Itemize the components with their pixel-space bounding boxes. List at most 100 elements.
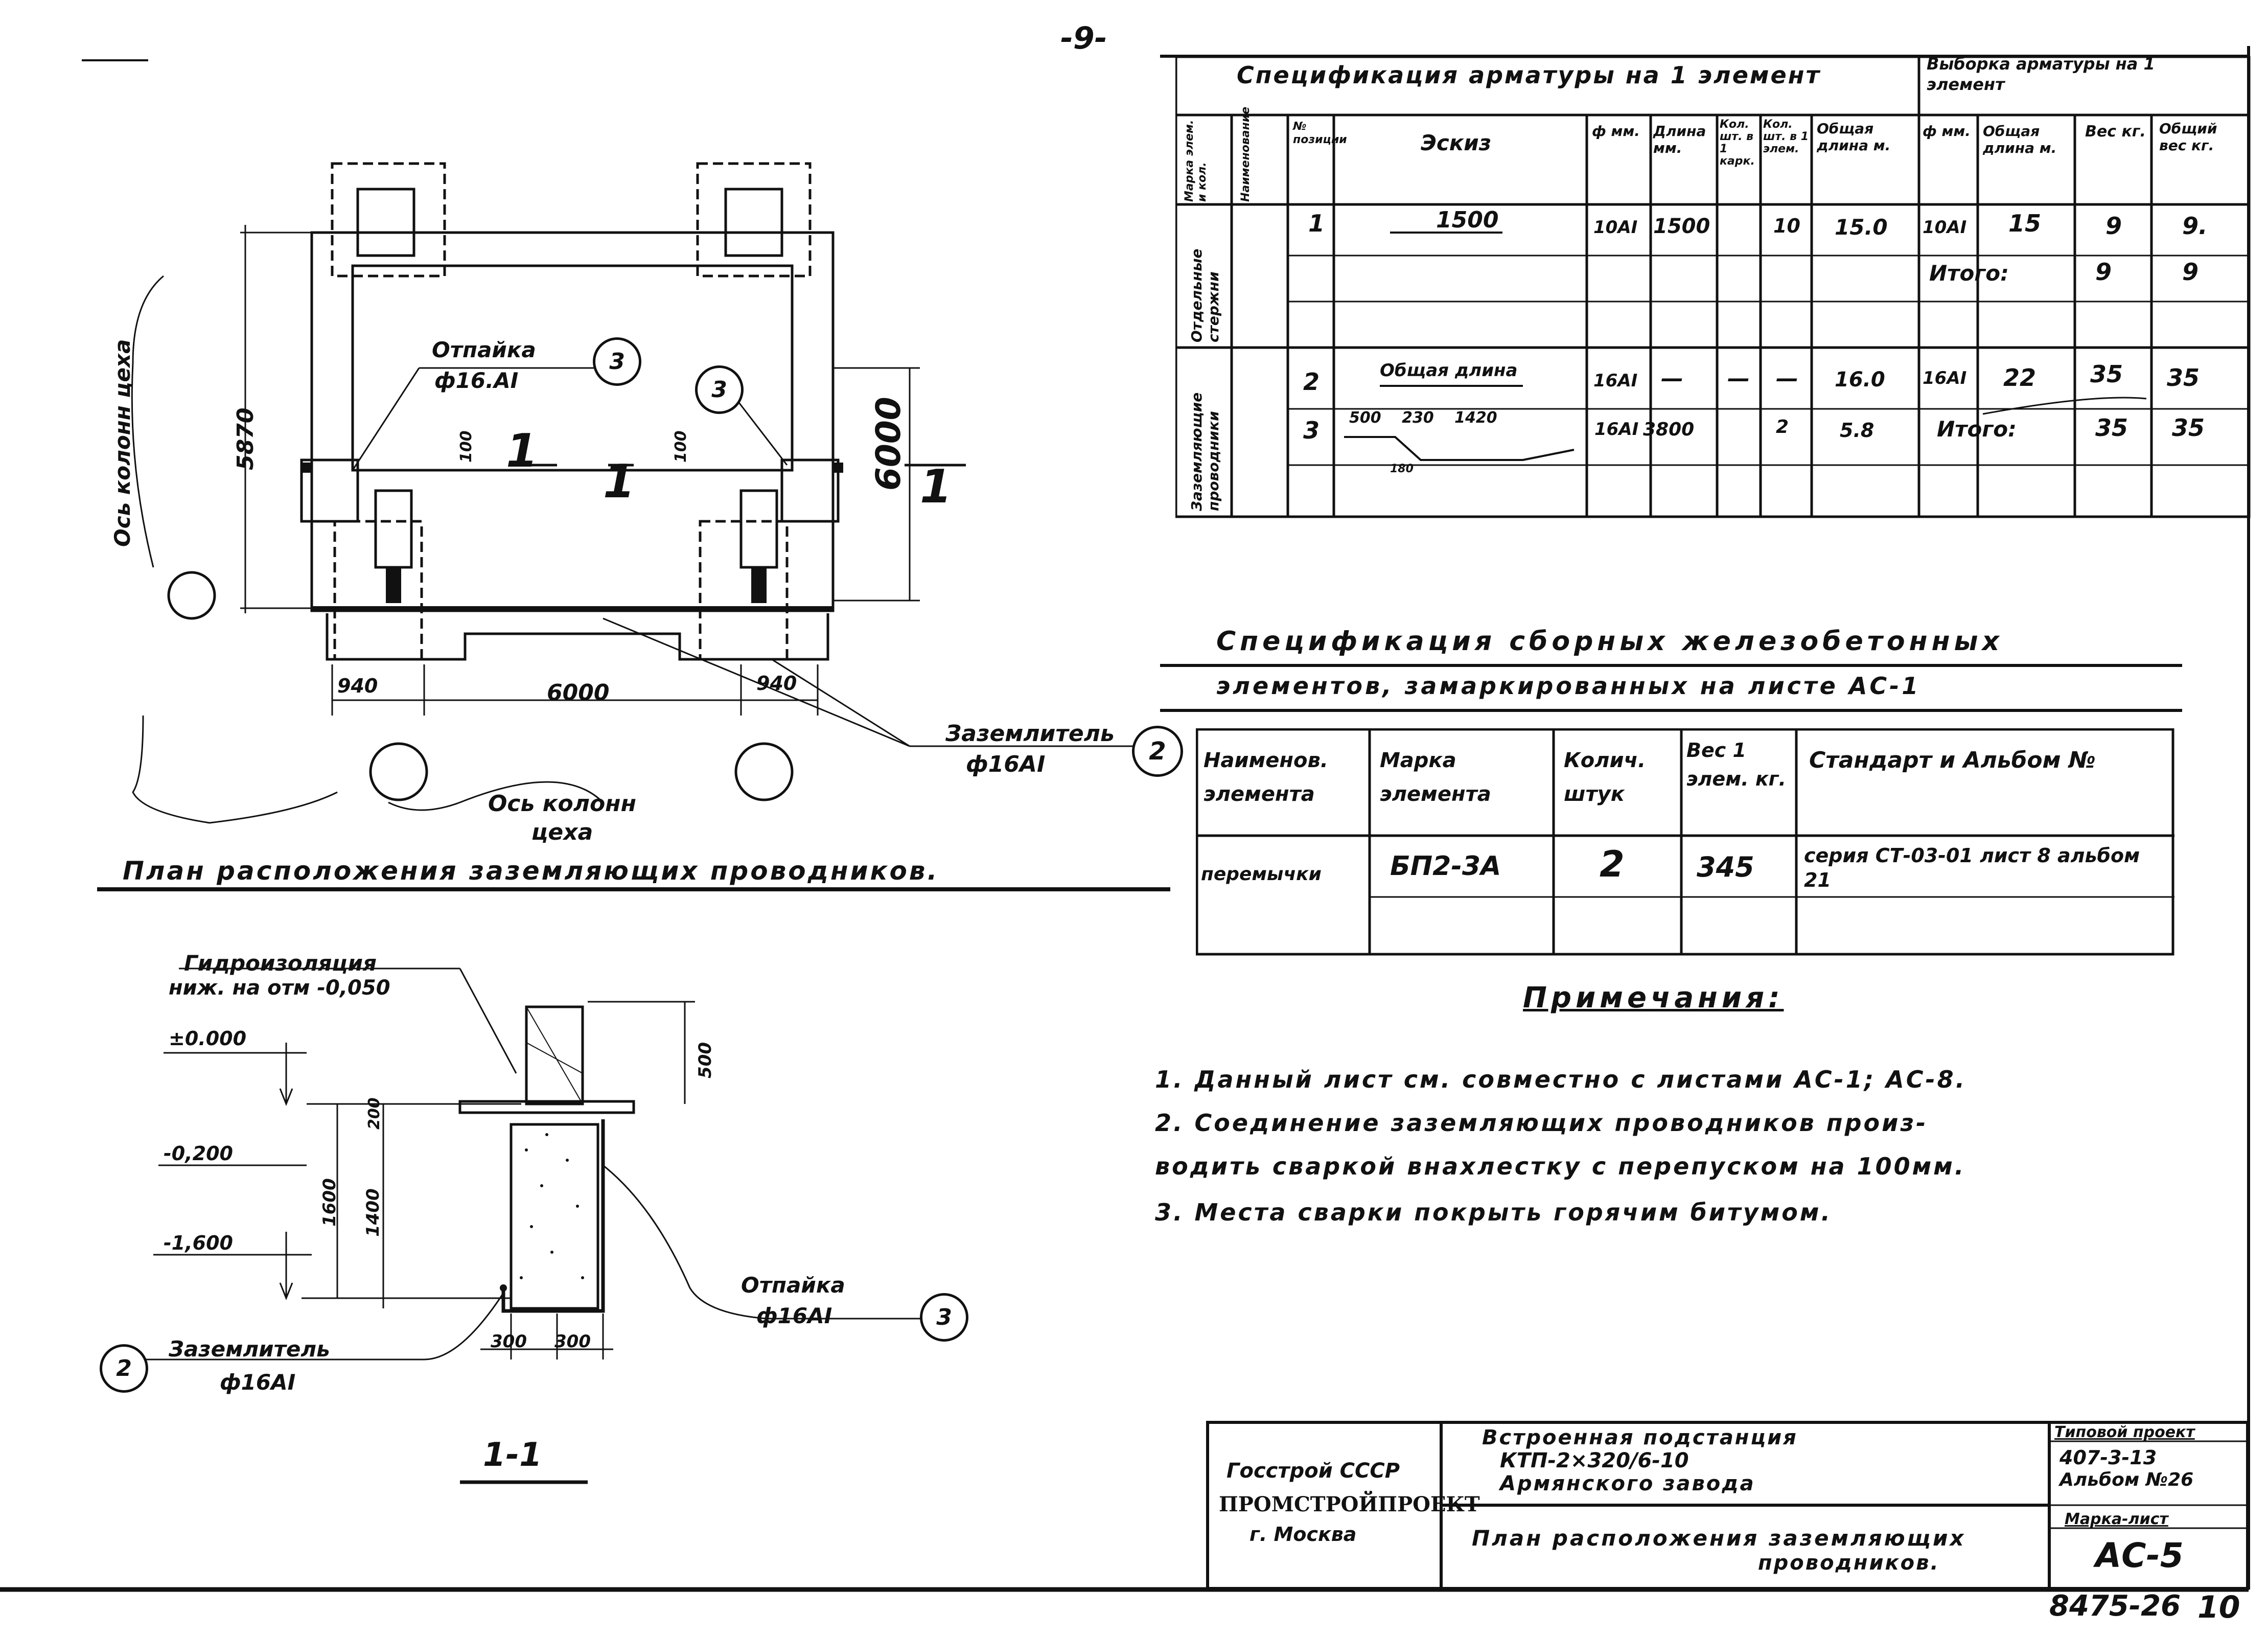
plan-circle-3-right-text: 3 [711,377,727,403]
rebar-hdr-sel-w: Вес кг. [2085,123,2146,141]
rebar-r3-total: 16.0 [1835,368,1885,391]
tb-org1: Госстрой СССР [1226,1459,1400,1483]
rebar-r4-total: 5.8 [1840,419,1874,442]
tb-typical-label: Типовой проект [2054,1423,2195,1441]
notes-item-3: водить сваркой внахлестку с перепуском н… [1155,1153,1966,1180]
section-grounding-label: Заземлитель [169,1337,330,1362]
rebar-spec-title: Спецификация арматуры на 1 элемент [1237,61,1821,89]
rebar-r2-sel-tw: 9 [2182,258,2199,286]
rebar-r4-sel-len: Итого: [1937,417,2017,442]
axis-circle-bottom-right [734,742,794,801]
rebar-r3-sel-diam: 16AI [1923,368,1967,388]
rebar-r4-sel-w: 35 [2095,414,2128,442]
plan-grounding-diameter: ф16AI [966,751,1046,777]
section-waterproofing-level: ниж. на отм -0,050 [169,976,390,1000]
section-title: 1-1 [483,1436,542,1474]
rebar-r4-pos: 3 [1303,417,1320,444]
precast-hdr-4: Стандарт и Альбом № [1809,747,2096,773]
sheet-inventory-number: 8475-26 [2049,1589,2181,1623]
section-elev-1: -0,200 [164,1142,233,1165]
rebar-r3-qty: — [1776,365,1798,391]
rebar-hdr-sketch: Эскиз [1421,130,1492,155]
rebar-r3-diam: 16AI [1593,371,1638,391]
rebar-r4-length: 3800 [1643,419,1695,440]
rebar-r1-total: 15.0 [1835,215,1888,240]
plan-grounding-label: Заземлитель [945,721,1115,747]
rebar-r2-sel-len: Итого: [1929,261,2009,286]
precast-title-rules [1160,664,2182,712]
rebar-r3-sketch: Общая длина [1380,360,1518,381]
plan-title: План расположения заземляющих проводнико… [123,856,939,886]
precast-hdr-3: Вес 1 элем. кг. [1686,739,1786,790]
section-dim-300b: 300 [554,1331,591,1352]
section-circle-3-text: 3 [936,1304,952,1330]
plan-axis-label-left: Ось колонн цеха [110,339,135,547]
rebar-r1-diam: 10AI [1593,217,1638,238]
rebar-hdr-pos: № позиции [1293,120,1347,146]
rebar-r3-length: — [1661,365,1683,391]
rebar-spec-grid [1175,56,2251,518]
plan-dim-offset-left: 100 [457,430,475,463]
rebar-hdr-diam: ф мм. [1592,123,1640,140]
rebar-r4-sketch: 500 230 1420 [1349,409,1497,427]
precast-table-grid [1196,728,2174,956]
section-circle-2: 2 [100,1344,148,1393]
section-elev-0: ±0.000 [169,1027,247,1050]
rebar-r3-sel-tw: 35 [2167,364,2200,391]
tb-album: Альбом №26 [2059,1469,2194,1490]
plan-circle-3-right: 3 [695,365,744,414]
plan-circle-3-left-text: 3 [609,349,625,375]
notes-item-1: 1. Данный лист см. совместно с листами А… [1155,1066,1967,1093]
rebar-r4-sel-tw: 35 [2172,414,2205,442]
section-branch-diameter: ф16AI [756,1303,832,1328]
tb-typical-value: 407-3-13 [2059,1446,2157,1469]
rebar-hdr-kind: Наименование [1239,106,1252,202]
rebar-r1-sel-tw: 9. [2182,212,2208,240]
sheet-count: 10 [2197,1589,2240,1625]
rebar-hdr-name: Марка элем. и кол. [1183,120,1209,202]
grounding-plan-drawing [97,162,1170,891]
plan-outer-wall [310,231,835,612]
precast-title-2: элементов, замаркированных на листе АС-1 [1216,672,1921,700]
tb-sheet-name-2: проводников. [1758,1551,1940,1575]
plan-section-mark-3: 1 [920,460,952,514]
page-number: -9- [1060,20,1107,56]
rebar-r3-sel-len: 22 [2003,364,2036,391]
precast-title-1: Спецификация сборных железобетонных [1216,626,2004,657]
precast-cell-qty: 2 [1600,843,1625,885]
tb-project-3: Армянского завода [1500,1472,1755,1495]
section-dim-1600: 1600 [319,1178,340,1227]
plan-circle-2: 2 [1132,726,1183,777]
rebar-hdr-sel-len: Общая длина м. [1983,123,2057,156]
plan-dim-offset-right: 100 [672,430,690,463]
rebar-r4-qty: 2 [1776,417,1789,437]
plan-branch-diameter: ф16.AI [434,368,519,393]
notes-item-2: 2. Соединение заземляющих проводников пр… [1155,1109,1928,1137]
rebar-r1-qty: 10 [1773,215,1800,237]
tb-project-2: КТП-2×320/6-10 [1500,1449,1689,1472]
rebar-r2-sel-w: 9 [2095,258,2112,286]
plan-inner-rebar [351,264,794,472]
precast-hdr-0: Наименов. элемента [1204,749,1328,806]
section-drawing [118,967,925,1484]
rebar-hdr-sel-tw: Общий вес кг. [2159,120,2217,154]
section-circle-3: 3 [920,1293,968,1342]
plan-dim-right: 940 [756,672,797,695]
rebar-hdr-sel-diam: ф мм. [1923,123,1971,140]
rebar-hdr-qty-frame: Кол. шт. в 1 карк. [1720,118,1755,168]
rebar-r3-sel-w: 35 [2090,360,2123,388]
plan-branch-label: Отпайка [432,337,536,362]
section-branch-label: Отпайка [741,1273,845,1298]
rebar-r1-pos: 1 [1308,210,1325,237]
rebar-r3-pos: 2 [1303,368,1320,396]
plan-dim-left: 940 [337,675,378,697]
rebar-r1-sketch: 1500 [1436,207,1499,233]
tb-org2: ПРОМСТРОЙПРОЕКТ [1219,1492,1480,1516]
rebar-r1-sel-diam: 10AI [1923,217,1967,238]
section-dim-200: 200 [365,1097,383,1130]
precast-hdr-2: Колич. штук [1564,749,1646,806]
precast-hdr-1: Марка элемента [1380,749,1491,806]
plan-dim-height-outer: 5870 [233,407,259,470]
rebar-r4-sketch-extra: 180 [1390,463,1414,475]
section-dim-1400: 1400 [363,1188,383,1237]
